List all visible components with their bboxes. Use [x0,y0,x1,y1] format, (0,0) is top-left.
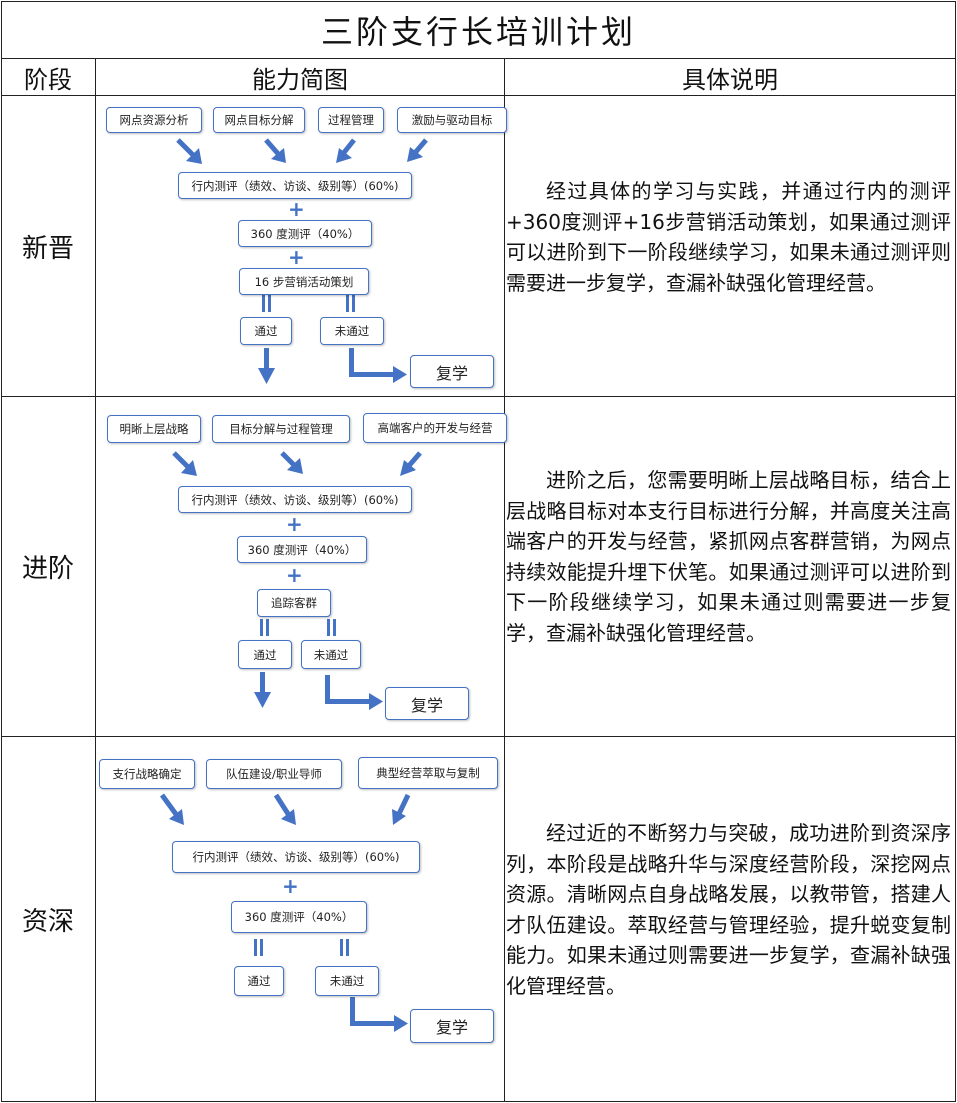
pass-box: 通过 [234,966,284,996]
fail-box: 未通过 [315,966,379,996]
header-divider [1,95,956,96]
plus-icon: + [286,512,303,536]
top-box-3: 过程管理 [318,107,384,133]
description-text: 进阶之后，您需要明晰上层战略目标，结合上层战略目标对本支行目标进行分解，并高度关… [506,468,951,645]
row-divider-1 [1,396,956,397]
capability-diagram: 网点资源分析 网点目标分解 过程管理 激励与驱动目标 行内测评（绩效、访谈、级别… [96,96,507,396]
plus-icon: + [288,197,305,221]
fail-box: 未通过 [301,640,361,669]
plus-icon: + [282,874,299,898]
flow-arrows [159,793,411,1032]
retake-box: 复学 [385,687,469,720]
top-box-2: 目标分解与过程管理 [212,415,350,443]
stage-label: 进阶 [21,554,74,584]
eval-360-box: 360 度测评（40%） [238,220,372,247]
pass-box: 通过 [240,317,292,345]
internal-eval-box: 行内测评（绩效、访谈、级别等）(60%) [178,486,412,513]
header-description: 具体说明 [682,65,778,94]
page-title: 三阶支行长培训计划 [320,13,636,51]
stage-label: 新晋 [21,233,74,264]
table-border-left [1,1,2,1102]
top-box-3: 高端客户的开发与经营 [363,413,507,443]
retake-box: 复学 [410,355,494,388]
table-border-top [1,1,956,2]
description-text: 经过近的不断努力与突破，成功进阶到资深序列，本阶段是战略升华与深度经营阶段，深挖… [506,821,951,998]
header-chart: 能力简图 [252,65,348,94]
stage-description: 经过具体的学习与实践，并通过行内的测评+360度测评+16步营销活动策划，如果通… [506,176,951,298]
top-box-2: 网点目标分解 [213,107,305,133]
top-box-2: 队伍建设/职业导师 [206,759,342,789]
internal-eval-box: 行内测评（绩效、访谈、级别等）(60%) [172,841,420,873]
top-box-1: 网点资源分析 [106,107,202,133]
stage-label: 资深 [21,906,74,937]
eval-360-box: 360 度测评（40%） [237,536,367,563]
top-box-1: 支行战略确定 [99,759,195,789]
flow-arrows [172,451,422,710]
capability-diagram: 明晰上层战略 目标分解与过程管理 高端客户的开发与经营 行内测评（绩效、访谈、级… [96,397,507,736]
top-box-4: 激励与驱动目标 [397,107,507,133]
top-box-1: 明晰上层战略 [107,415,201,443]
internal-eval-box: 行内测评（绩效、访谈、级别等）(60%) [178,172,412,199]
table-border-right [955,1,956,1102]
track-customers-box: 追踪客群 [257,589,331,617]
fail-box: 未通过 [320,317,384,345]
stage-description: 经过近的不断努力与突破，成功进阶到资深序列，本阶段是战略升华与深度经营阶段，深挖… [506,818,951,1001]
table-border-bottom [1,1101,956,1102]
retake-box: 复学 [410,1009,494,1043]
flow-arrows [176,138,428,384]
top-box-3: 典型经营萃取与复制 [358,757,498,789]
marketing-plan-box: 16 步营销活动策划 [239,268,369,295]
capability-diagram: 支行战略确定 队伍建设/职业导师 典型经营萃取与复制 行内测评（绩效、访谈、级别… [96,737,504,1101]
row-divider-2 [1,736,956,737]
pass-box: 通过 [238,640,292,669]
stage-column-divider [95,58,96,1102]
description-text: 经过具体的学习与实践，并通过行内的测评+360度测评+16步营销活动策划，如果通… [506,179,951,295]
stage-description: 进阶之后，您需要明晰上层战略目标，结合上层战略目标对本支行目标进行分解，并高度关… [506,465,951,648]
eval-360-box: 360 度测评（40%） [231,901,367,933]
title-divider [1,58,956,59]
plus-icon: + [288,245,305,269]
header-stage: 阶段 [24,65,72,94]
plus-icon: + [286,563,303,587]
chart-column-divider [504,58,505,1102]
